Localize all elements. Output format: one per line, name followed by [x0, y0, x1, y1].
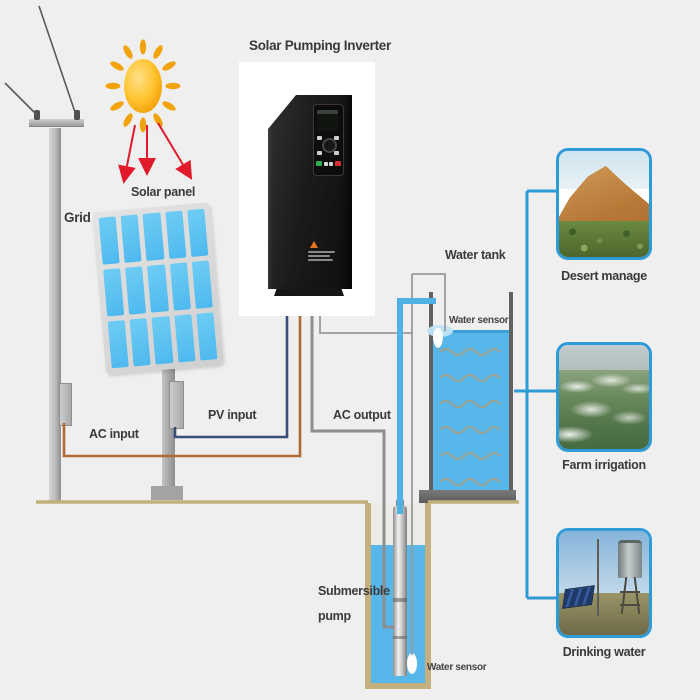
- pole-insulator: [74, 110, 80, 120]
- stand-leg: [620, 576, 627, 615]
- grid-pole: [49, 128, 61, 502]
- solar-cell: [103, 268, 125, 317]
- desert-manage-photo: [556, 148, 652, 260]
- submersible-pump: [393, 506, 407, 676]
- keypad-stop-button: [335, 161, 341, 166]
- stand-bar: [620, 590, 640, 593]
- keypad-button: [334, 151, 339, 155]
- water-tank-label: Water tank: [445, 248, 506, 262]
- stand-bar: [620, 604, 640, 607]
- solar-cell: [107, 320, 129, 369]
- solar-cell: [169, 262, 191, 311]
- solar-cell: [187, 208, 209, 257]
- solar-panel-label: Solar panel: [131, 185, 196, 199]
- pump-band: [393, 636, 407, 639]
- keypad-button: [334, 136, 339, 140]
- farm-photo-art: [559, 345, 649, 449]
- well-water-sensor-icon: [407, 653, 417, 674]
- sun-rays-icon: [105, 39, 181, 133]
- solar-cell: [142, 212, 165, 261]
- pump-band: [393, 598, 407, 602]
- solar-panel-base: [151, 486, 183, 500]
- solar-cell: [120, 214, 142, 263]
- brand-text-line: [308, 251, 335, 253]
- irrigation-sprays: [559, 345, 649, 449]
- solar-panel: [92, 202, 224, 375]
- submersible-pump-label: Submersible pump: [318, 584, 390, 623]
- distribution-lines: [514, 189, 557, 600]
- panel-junction-box: [169, 381, 184, 429]
- tank-wall-right: [509, 292, 513, 491]
- farm-irrigation-photo: [556, 342, 652, 452]
- farm-irrigation-label: Farm irrigation: [562, 458, 646, 472]
- sun-arrows-icon: [118, 122, 193, 184]
- desert-manage-label: Desert manage: [561, 269, 647, 283]
- tank-water-sensor-label: Water sensor: [449, 315, 509, 326]
- keypad-button: [329, 162, 333, 166]
- solar-cell: [191, 260, 213, 309]
- solar-cell: [147, 264, 169, 313]
- well-water-sensor-label: Water sensor: [427, 662, 487, 673]
- keypad-dial: [322, 138, 337, 153]
- inverter-image: [239, 62, 375, 316]
- desert-vegetation: [559, 220, 649, 257]
- inverter-screen: [317, 110, 338, 131]
- ac-input-label: AC input: [89, 427, 139, 441]
- keypad-button: [317, 151, 322, 155]
- tank-base: [419, 490, 516, 503]
- grid-label: Grid: [64, 210, 91, 225]
- sun-icon: [105, 39, 181, 133]
- ac-output-label: AC output: [333, 408, 391, 422]
- inverter-keypad: [313, 104, 344, 176]
- power-lines: [4, 5, 77, 116]
- solar-cell: [98, 216, 120, 265]
- pv-input-label: PV input: [208, 408, 257, 422]
- photo-pole: [596, 539, 599, 617]
- drink-photo-art: [559, 531, 649, 635]
- tank-water: [433, 330, 509, 490]
- keypad-button: [324, 162, 328, 166]
- keypad-button: [317, 136, 322, 140]
- inverter-foot: [274, 288, 344, 296]
- solar-cell: [129, 318, 152, 367]
- brand-text-line: [308, 255, 330, 257]
- water-tower-stand: [620, 576, 640, 615]
- solar-cell: [125, 266, 147, 315]
- solar-cell: [196, 312, 218, 361]
- keypad-run-button: [316, 161, 322, 166]
- desert-photo-art: [559, 151, 649, 257]
- water-tower: [618, 540, 642, 578]
- grid-junction-box: [59, 383, 72, 426]
- solar-cell: [164, 210, 187, 259]
- page-title: Solar Pumping Inverter: [249, 38, 391, 53]
- stand-leg: [633, 576, 640, 615]
- drinking-water-label: Drinking water: [562, 645, 646, 659]
- pole-insulator: [34, 110, 40, 120]
- grid-pole-crossarm: [29, 119, 84, 127]
- solar-cell: [174, 314, 196, 363]
- solar-cell: [151, 316, 174, 365]
- inverter-body: [268, 95, 352, 289]
- brand-logo-icon: [310, 241, 318, 248]
- brand-text-line: [308, 259, 333, 261]
- drinking-water-photo: [556, 528, 652, 638]
